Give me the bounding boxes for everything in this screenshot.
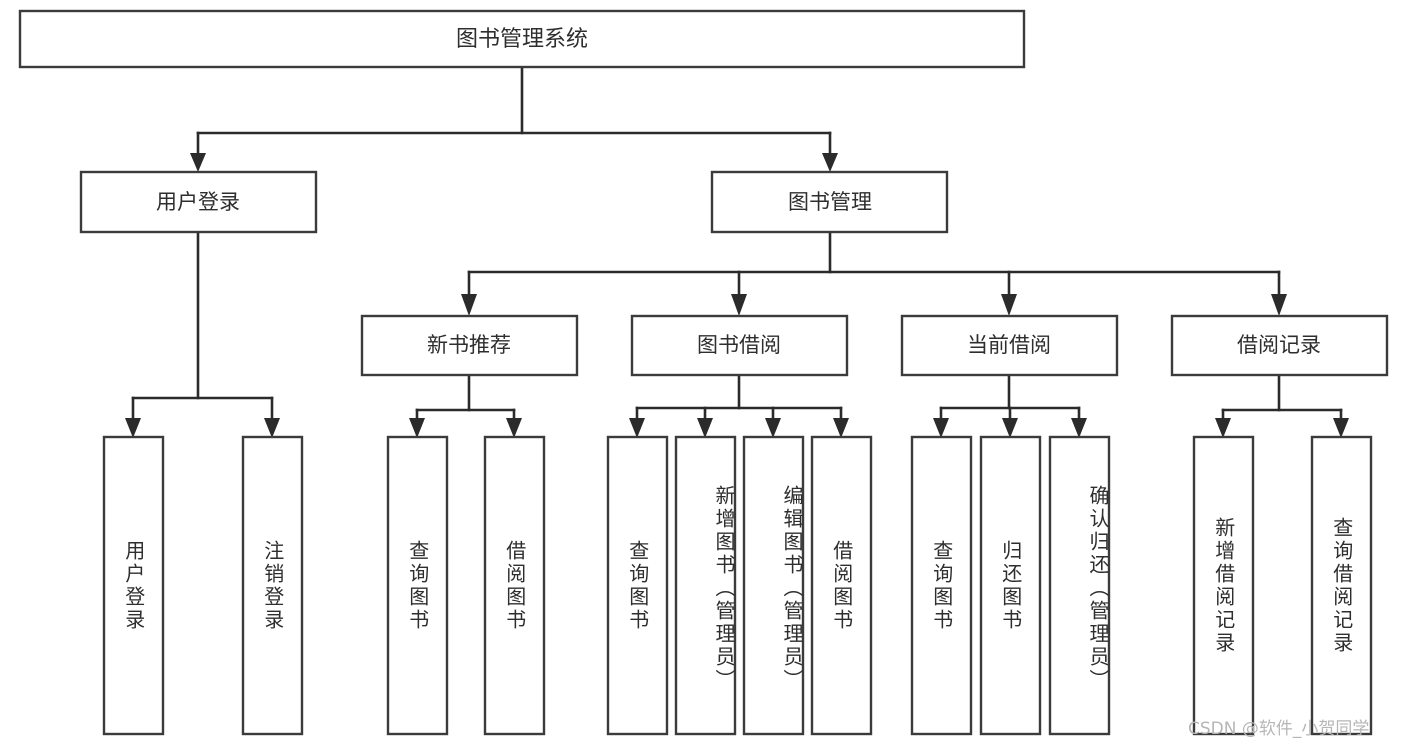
arrow-new-book-leaf2 bbox=[506, 418, 522, 438]
arrow-borrow-record-leaf2 bbox=[1333, 418, 1349, 438]
arrow-book-mgmt-c3 bbox=[1001, 294, 1017, 316]
arrow-new-book-leaf1 bbox=[409, 418, 425, 438]
leaf-box-current-borrow-3[interactable] bbox=[1048, 435, 1111, 736]
arrow-book-borrow-leaf3 bbox=[765, 418, 781, 438]
connector-group-current-borrow bbox=[933, 373, 1087, 438]
arrow-root-to-book-mgmt bbox=[822, 153, 838, 172]
leaf-box-new-book-2[interactable] bbox=[483, 435, 546, 736]
node-new-book-recommend-label: 新书推荐 bbox=[427, 333, 511, 357]
node-new-book-recommend[interactable]: 新书推荐 bbox=[360, 314, 579, 377]
connector-group-book-borrow bbox=[629, 373, 849, 438]
csdn-watermark: CSDN @软件_小贺同学 bbox=[1188, 719, 1370, 739]
node-user-login-label: 用户登录 bbox=[156, 190, 240, 214]
connector-group-borrow-record bbox=[1215, 373, 1349, 438]
arrow-current-borrow-leaf3 bbox=[1071, 418, 1087, 438]
node-book-management-label: 图书管理 bbox=[788, 190, 872, 214]
node-book-management[interactable]: 图书管理 bbox=[710, 170, 949, 234]
arrow-book-borrow-leaf1 bbox=[629, 418, 645, 438]
node-root-system-box bbox=[18, 9, 1026, 69]
arrow-root-to-user-login bbox=[190, 153, 206, 172]
connector-group-user-login bbox=[125, 230, 280, 438]
node-borrow-record-box bbox=[1170, 314, 1389, 377]
leaf-box-borrow-record-2[interactable] bbox=[1310, 435, 1373, 736]
leaf-box-borrow-record-1[interactable] bbox=[1192, 435, 1255, 736]
arrow-current-borrow-leaf1 bbox=[933, 418, 949, 438]
arrow-user-login-leaf2 bbox=[264, 418, 280, 438]
node-book-management-box bbox=[710, 170, 949, 234]
arrow-book-mgmt-c4 bbox=[1271, 294, 1287, 316]
node-root-system[interactable]: 图书管理系统 bbox=[18, 9, 1026, 69]
leaf-box-user-login-2[interactable] bbox=[241, 435, 304, 736]
connector-group-root bbox=[190, 65, 838, 172]
node-new-book-recommend-box bbox=[360, 314, 579, 377]
node-user-login-box bbox=[79, 170, 318, 234]
leaf-box-book-borrow-2[interactable] bbox=[674, 435, 737, 736]
arrow-current-borrow-leaf2 bbox=[1002, 418, 1018, 438]
node-user-login[interactable]: 用户登录 bbox=[79, 170, 318, 234]
leaf-box-user-login-1[interactable] bbox=[102, 435, 165, 736]
arrow-book-mgmt-c2 bbox=[731, 294, 747, 316]
leaf-box-book-borrow-4[interactable] bbox=[810, 435, 873, 736]
connector-group-new-book bbox=[409, 373, 522, 438]
node-current-borrow-label: 当前借阅 bbox=[967, 333, 1051, 357]
node-borrow-record-label: 借阅记录 bbox=[1237, 333, 1321, 357]
arrow-user-login-leaf1 bbox=[125, 418, 141, 438]
arrow-book-mgmt-c1 bbox=[461, 294, 477, 316]
arrow-book-borrow-leaf2 bbox=[697, 418, 713, 438]
arrow-borrow-record-leaf1 bbox=[1215, 418, 1231, 438]
leaf-box-current-borrow-1[interactable] bbox=[910, 435, 973, 736]
node-root-system-label: 图书管理系统 bbox=[456, 27, 588, 52]
connector-group-book-mgmt bbox=[461, 230, 1287, 316]
leaf-box-current-borrow-2[interactable] bbox=[979, 435, 1042, 736]
leaf-box-group bbox=[102, 435, 1373, 736]
node-current-borrow[interactable]: 当前借阅 bbox=[900, 314, 1119, 377]
node-book-borrow-label: 图书借阅 bbox=[697, 333, 781, 357]
arrow-book-borrow-leaf4 bbox=[833, 418, 849, 438]
node-borrow-record[interactable]: 借阅记录 bbox=[1170, 314, 1389, 377]
node-current-borrow-box bbox=[900, 314, 1119, 377]
leaf-box-book-borrow-3[interactable] bbox=[742, 435, 805, 736]
leaf-box-book-borrow-1[interactable] bbox=[606, 435, 669, 736]
node-book-borrow[interactable]: 图书借阅 bbox=[630, 314, 849, 377]
leaf-box-new-book-1[interactable] bbox=[386, 435, 449, 736]
node-book-borrow-box bbox=[630, 314, 849, 377]
